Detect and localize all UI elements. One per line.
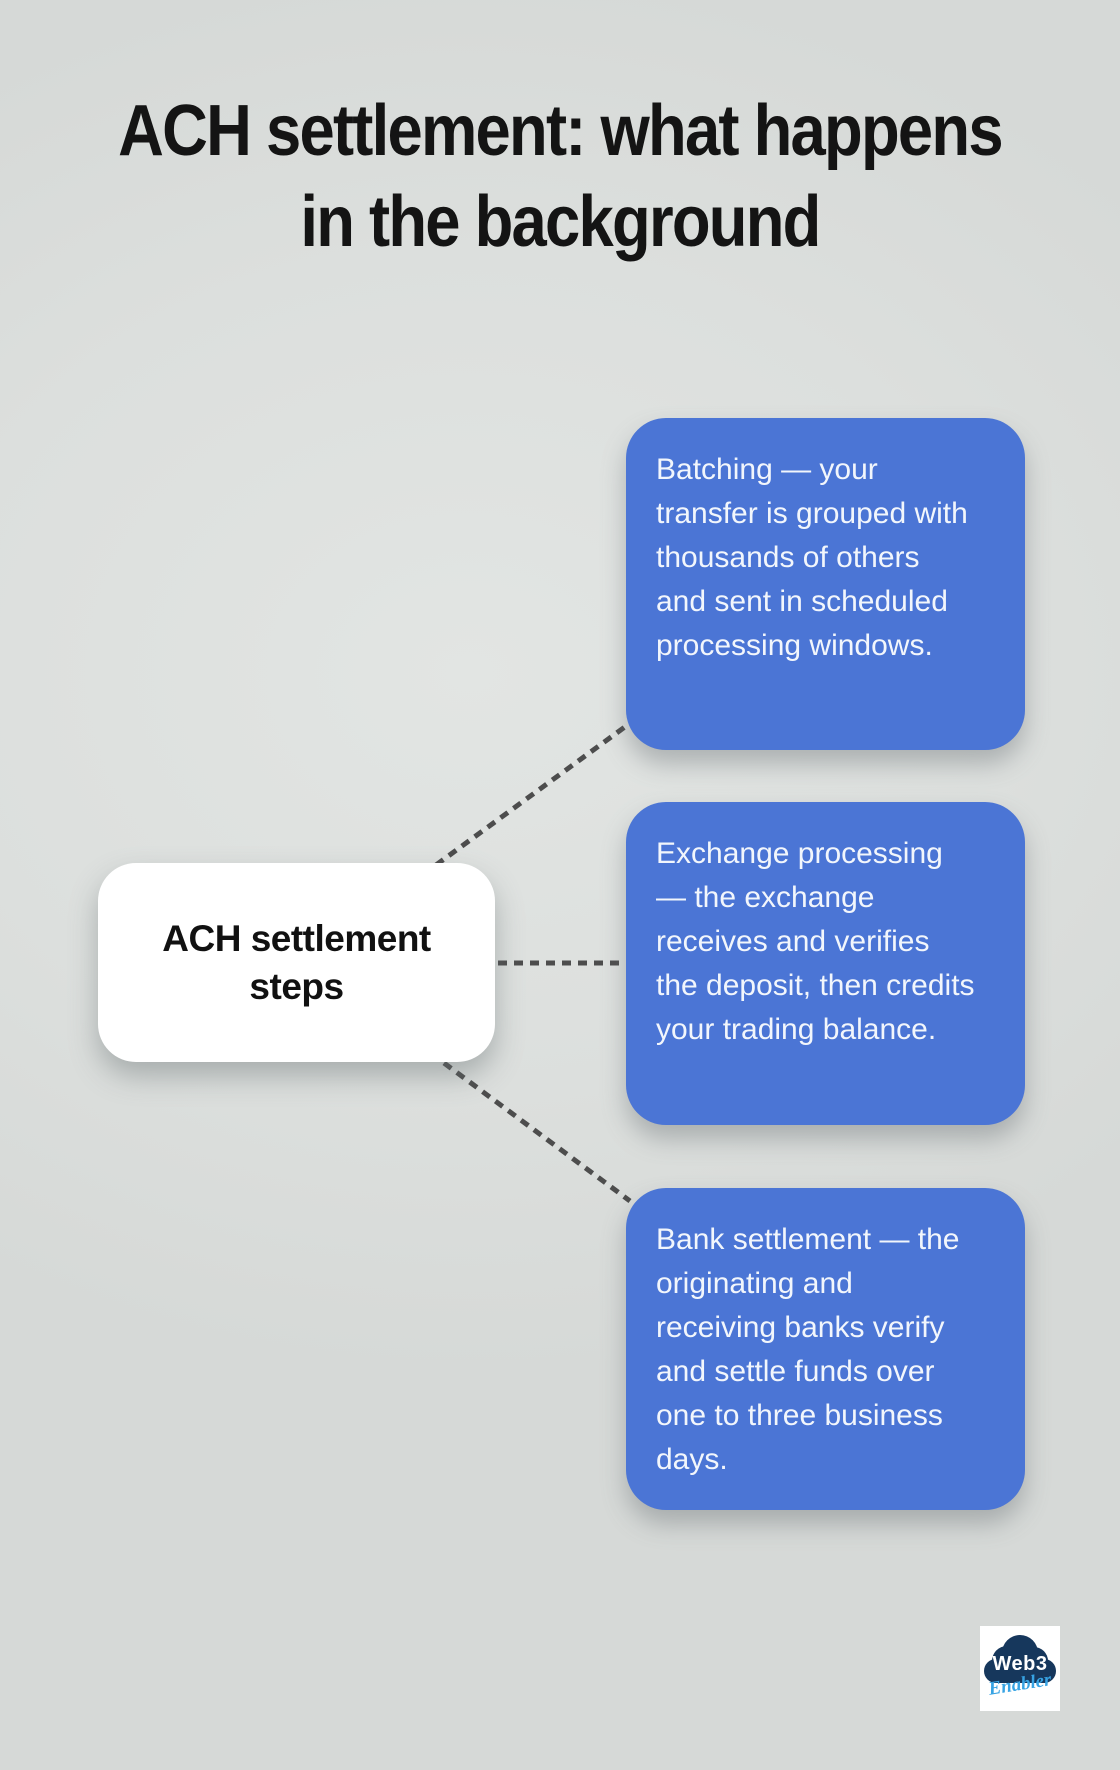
center-node: ACH settlement steps [98, 863, 495, 1062]
step-text-batching: Batching — your transfer is grouped with… [656, 453, 968, 662]
brand-logo: Web3 Enabler [980, 1626, 1060, 1711]
page-title-line2: in the background [300, 182, 821, 262]
step-text-exchange-processing: Exchange processing — the exchange recei… [656, 837, 975, 1046]
connector-bottom-icon [442, 1060, 632, 1204]
logo-wordmark: Web3 [992, 1653, 1048, 1675]
connector-top-icon [434, 718, 635, 868]
page-title-line1: ACH settlement: what happens [118, 91, 1003, 171]
step-card-batching: Batching — your transfer is grouped with… [626, 418, 1025, 750]
step-card-bank-settlement: Bank settlement — the originating and re… [626, 1188, 1025, 1510]
cloud-icon [984, 1635, 1056, 1683]
step-card-exchange-processing: Exchange processing — the exchange recei… [626, 802, 1025, 1125]
page-title: ACH settlement: what happens in the back… [67, 86, 1053, 268]
center-node-label: ACH settlement steps [162, 917, 431, 1007]
step-text-bank-settlement: Bank settlement — the originating and re… [656, 1223, 960, 1476]
